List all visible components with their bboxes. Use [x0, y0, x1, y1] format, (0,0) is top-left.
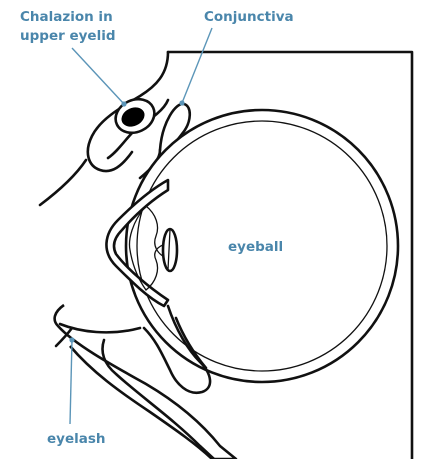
chalazion-leader-line [72, 48, 124, 104]
conjunctiva-leader-dot [179, 100, 184, 105]
conjunctiva-leader-line [182, 28, 212, 103]
chalazion-leader-dot [121, 101, 126, 106]
chalazion-label-line-2: upper eyelid [20, 27, 115, 46]
eyelash-leader-line [70, 340, 72, 424]
eyelash-label: eyelash [47, 430, 106, 449]
chalazion-label-line-1: Chalazion in [20, 8, 115, 27]
eyeball-label: eyeball [228, 238, 283, 257]
conjunctiva-label: Conjunctiva [204, 8, 294, 27]
eyelash-leader-dot [69, 337, 74, 342]
chalazion-label: Chalazion in upper eyelid [20, 8, 115, 46]
upper-eyelid-skin-fold [40, 160, 86, 205]
